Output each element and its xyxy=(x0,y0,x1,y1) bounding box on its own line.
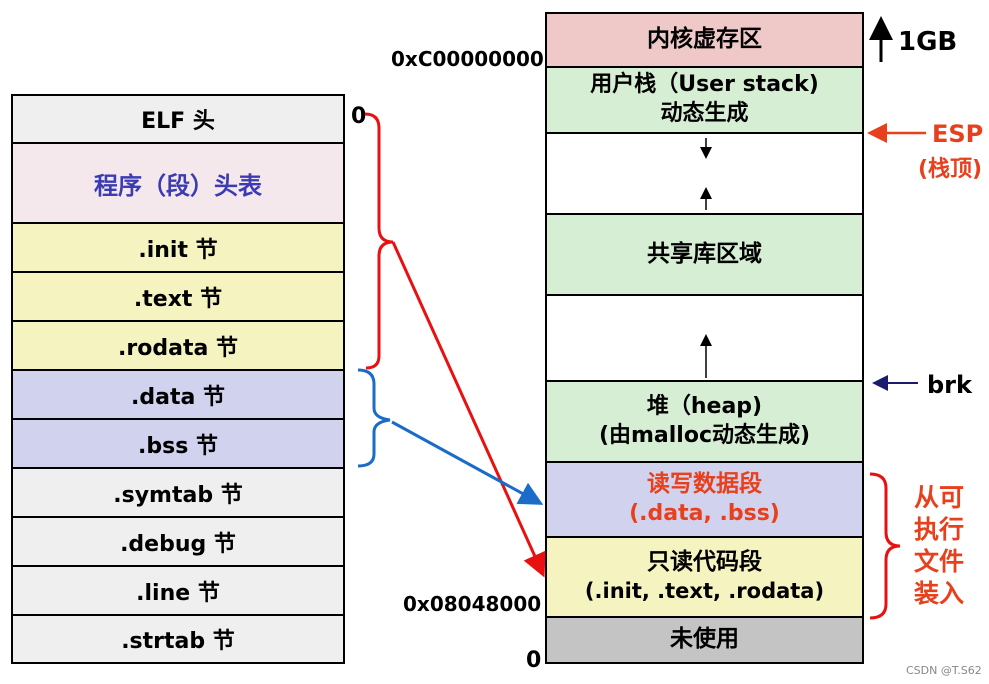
user-stack-label: 用户栈（User stack) xyxy=(590,72,819,98)
init-section-label: .init 节 xyxy=(138,237,218,263)
blue-mapping-arrow xyxy=(391,420,544,505)
loaded-label-1: 从可 xyxy=(914,483,965,512)
debug-section-label: .debug 节 xyxy=(120,531,236,557)
rodata-section-row: .rodata 节 xyxy=(11,320,345,371)
ro-segment-sublabel: (.init, .text, .rodata) xyxy=(584,579,825,604)
brk-label: brk xyxy=(927,371,972,399)
red-brace-left xyxy=(364,112,394,370)
blue-brace xyxy=(357,368,391,468)
kernel-virtual-memory-block: 内核虚存区 xyxy=(545,12,864,68)
data-section-row: .data 节 xyxy=(11,369,345,420)
ro-segment-label: 只读代码段 xyxy=(647,549,762,576)
watermark: CSDN @T.S62 xyxy=(906,664,982,677)
unused-label: 未使用 xyxy=(670,626,739,653)
loaded-label-2: 执行 xyxy=(914,515,965,544)
text-section-row: .text 节 xyxy=(11,271,345,322)
loaded-label-4: 装入 xyxy=(914,579,965,608)
data-section-label: .data 节 xyxy=(131,384,225,410)
heap-label: 堆（heap) xyxy=(646,393,763,419)
red-mapping-arrow xyxy=(391,241,546,578)
strtab-section-row: .strtab 节 xyxy=(11,614,345,664)
address-kernel-start: 0xC00000000 xyxy=(391,47,544,71)
esp-sublabel: (栈顶) xyxy=(918,157,983,182)
symtab-section-row: .symtab 节 xyxy=(11,467,345,518)
strtab-section-label: .strtab 节 xyxy=(121,629,235,654)
read-only-segment-block: 只读代码段 (.init, .text, .rodata) xyxy=(545,536,864,618)
text-section-label: .text 节 xyxy=(133,286,223,312)
kernel-label: 内核虚存区 xyxy=(647,26,762,53)
debug-section-row: .debug 节 xyxy=(11,516,345,567)
kernel-size-label: 1GB xyxy=(898,27,958,57)
bss-section-label: .bss 节 xyxy=(138,433,218,459)
symtab-section-label: .symtab 节 xyxy=(113,482,243,508)
line-section-row: .line 节 xyxy=(11,565,345,616)
rodata-section-label: .rodata 节 xyxy=(118,335,238,361)
red-brace-right xyxy=(869,472,901,620)
esp-label: ESP xyxy=(932,120,984,148)
rw-segment-sublabel: (.data, .bss) xyxy=(629,501,780,527)
address-load-start: 0x08048000 xyxy=(403,592,542,616)
line-section-label: .line 节 xyxy=(136,580,220,606)
shared-library-block: 共享库区域 xyxy=(545,213,864,296)
address-zero: 0 xyxy=(526,648,542,673)
elf-offset-zero: 0 xyxy=(351,104,367,129)
user-stack-sublabel: 动态生成 xyxy=(660,101,749,126)
bss-section-row: .bss 节 xyxy=(11,418,345,469)
init-section-row: .init 节 xyxy=(11,222,345,273)
loaded-label-3: 文件 xyxy=(914,547,965,576)
elf-header-label: ELF 头 xyxy=(141,109,215,134)
rw-segment-label: 读写数据段 xyxy=(647,471,762,498)
read-write-segment-block: 读写数据段 (.data, .bss) xyxy=(545,461,864,538)
elf-header-row: ELF 头 xyxy=(11,94,345,144)
program-header-table-label: 程序（段）头表 xyxy=(94,171,262,200)
unused-block: 未使用 xyxy=(545,616,864,664)
shared-library-label: 共享库区域 xyxy=(647,240,762,267)
heap-block: 堆（heap) (由malloc动态生成) xyxy=(545,380,864,463)
heap-sublabel: (由malloc动态生成) xyxy=(598,422,811,448)
